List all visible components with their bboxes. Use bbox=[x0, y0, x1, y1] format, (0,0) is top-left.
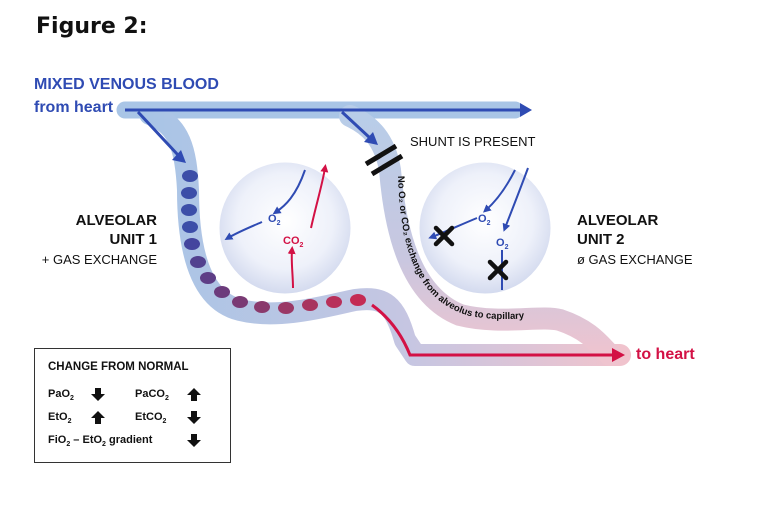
arterial-arrowhead bbox=[612, 348, 625, 362]
unit2-title-line2: UNIT 2 bbox=[577, 231, 625, 248]
venous-arrowhead-shunt bbox=[364, 132, 378, 145]
venous-arrowhead bbox=[520, 103, 532, 117]
destination-label: to heart bbox=[636, 346, 695, 363]
legend-item-etco2: EtCO2 bbox=[135, 411, 167, 426]
shunt-marker-icon bbox=[364, 143, 404, 177]
legend-item-eto2: EtO2 bbox=[48, 411, 72, 426]
o2-line2-unit2 bbox=[502, 167, 529, 232]
arrow-down-icon bbox=[187, 434, 201, 447]
alveolus-1 bbox=[216, 159, 354, 297]
arrow-down-icon bbox=[187, 411, 201, 424]
o2-in-arrow-unit2 bbox=[483, 169, 516, 213]
legend-item-paco2: PaCO2 bbox=[135, 388, 169, 403]
arrow-down-icon bbox=[91, 388, 105, 401]
co2-out-arrow-unit1 bbox=[310, 164, 329, 229]
unit1-title-line2: UNIT 1 bbox=[109, 231, 157, 248]
legend-box: CHANGE FROM NORMAL PaO2 PaCO2 EtO2 EtCO2… bbox=[34, 348, 231, 463]
venous-flow-arrow-shunt bbox=[340, 110, 372, 140]
source-label-line1: MIXED VENOUS BLOOD bbox=[34, 76, 219, 93]
unit1-subtitle: + GAS EXCHANGE bbox=[41, 252, 157, 267]
legend-item-pao2: PaO2 bbox=[48, 388, 74, 403]
unit2-title-line1: ALVEOLAR bbox=[577, 212, 659, 229]
blocked-x-icon bbox=[433, 225, 455, 247]
co2-from-blood-arrow-unit1 bbox=[287, 246, 296, 289]
venous-arrowhead-unit1 bbox=[172, 150, 186, 163]
shunt-vessel bbox=[339, 105, 621, 366]
blocked-x-icon bbox=[487, 259, 509, 281]
unit1-title-line1: ALVEOLAR bbox=[75, 212, 157, 229]
o2-in-arrow-unit1 bbox=[272, 169, 306, 215]
arterial-flow-arrow bbox=[371, 303, 612, 357]
blood-cells bbox=[181, 170, 366, 314]
source-label-line2: from heart bbox=[34, 99, 114, 116]
venous-flow-arrow-unit1 bbox=[136, 110, 180, 157]
figure-title: Figure 2: bbox=[36, 14, 148, 39]
o2-to-blood-arrow-unit1 bbox=[224, 221, 263, 241]
arrow-up-icon bbox=[187, 388, 201, 401]
legend-item-gradient: FiO2 – EtO2 gradient bbox=[48, 434, 153, 449]
arrow-up-icon bbox=[91, 411, 105, 424]
unit2-subtitle: ø GAS EXCHANGE bbox=[577, 252, 693, 267]
capillary-unit-1 bbox=[139, 103, 631, 366]
shunt-label: SHUNT IS PRESENT bbox=[410, 134, 536, 149]
co2-label-unit1: CO2 bbox=[283, 235, 304, 249]
legend-title: CHANGE FROM NORMAL bbox=[48, 361, 189, 373]
